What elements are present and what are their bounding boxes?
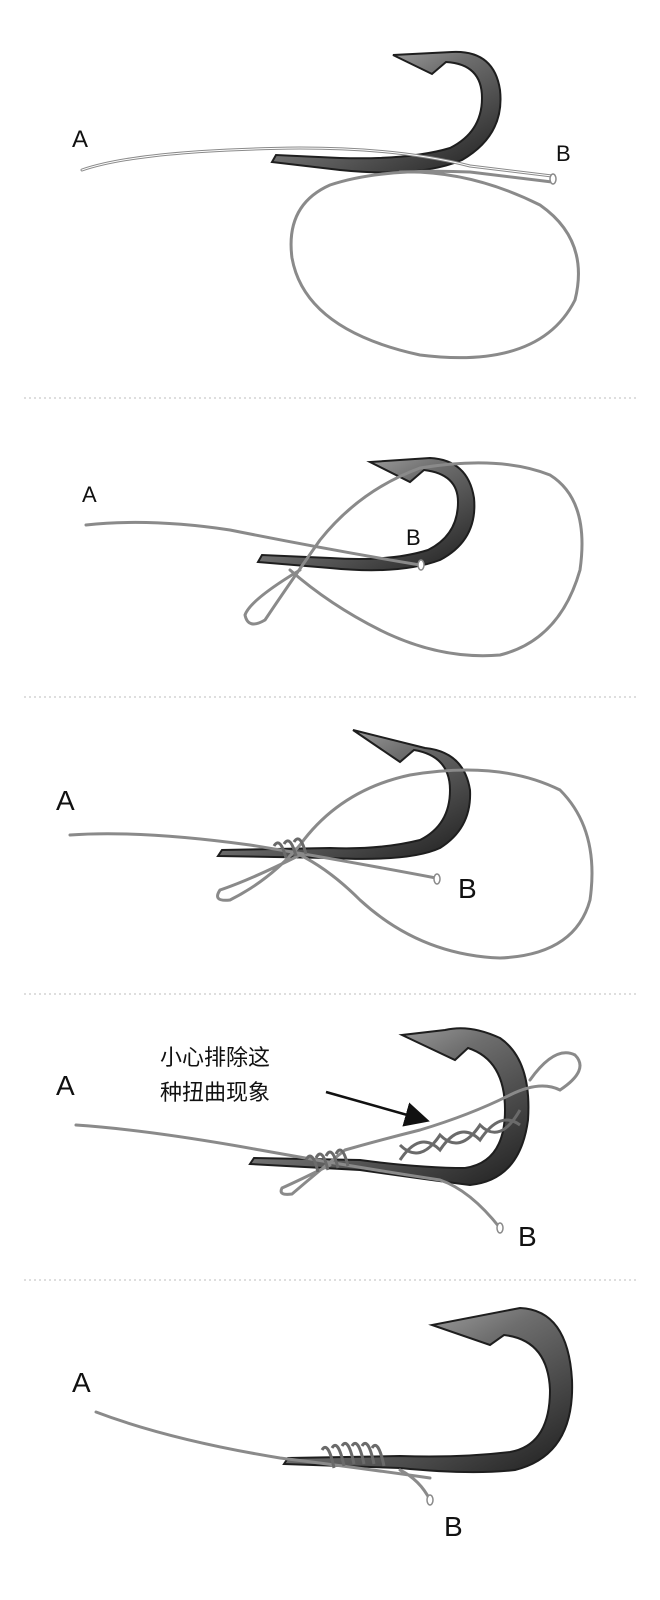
label-b: B bbox=[518, 1221, 537, 1252]
label-a: A bbox=[72, 126, 88, 153]
label-a: A bbox=[82, 482, 97, 507]
twisted-line bbox=[398, 1109, 522, 1161]
fish-hook-icon bbox=[248, 1027, 530, 1187]
step-2: A B bbox=[82, 456, 584, 658]
fishing-line bbox=[80, 146, 580, 360]
label-b: B bbox=[406, 525, 421, 550]
fish-hook-icon bbox=[256, 456, 476, 572]
step-1: A B bbox=[72, 50, 580, 360]
fishing-line bbox=[84, 461, 584, 658]
step-4: 小心排除这 种扭曲现象 A B bbox=[56, 1027, 582, 1252]
fish-hook-icon bbox=[270, 50, 502, 174]
fish-hook-icon bbox=[216, 729, 472, 860]
knot-wraps bbox=[320, 1441, 386, 1469]
knot-wraps bbox=[272, 837, 308, 859]
twist-warning-line2: 种扭曲现象 bbox=[160, 1081, 270, 1106]
step-5: A B bbox=[72, 1306, 574, 1542]
label-a: A bbox=[56, 785, 75, 816]
fish-hook-icon bbox=[282, 1306, 574, 1474]
knot-wraps bbox=[304, 1148, 350, 1173]
fishing-line bbox=[74, 1051, 582, 1230]
label-a: A bbox=[72, 1367, 91, 1398]
label-a: A bbox=[56, 1070, 75, 1101]
step-3: A B bbox=[56, 729, 594, 960]
label-b: B bbox=[444, 1511, 463, 1542]
arrow-icon bbox=[325, 1090, 430, 1127]
twist-warning-line1: 小心排除这 bbox=[160, 1046, 270, 1071]
label-b: B bbox=[458, 873, 477, 904]
label-b: B bbox=[556, 141, 571, 166]
fishing-line bbox=[68, 768, 594, 960]
